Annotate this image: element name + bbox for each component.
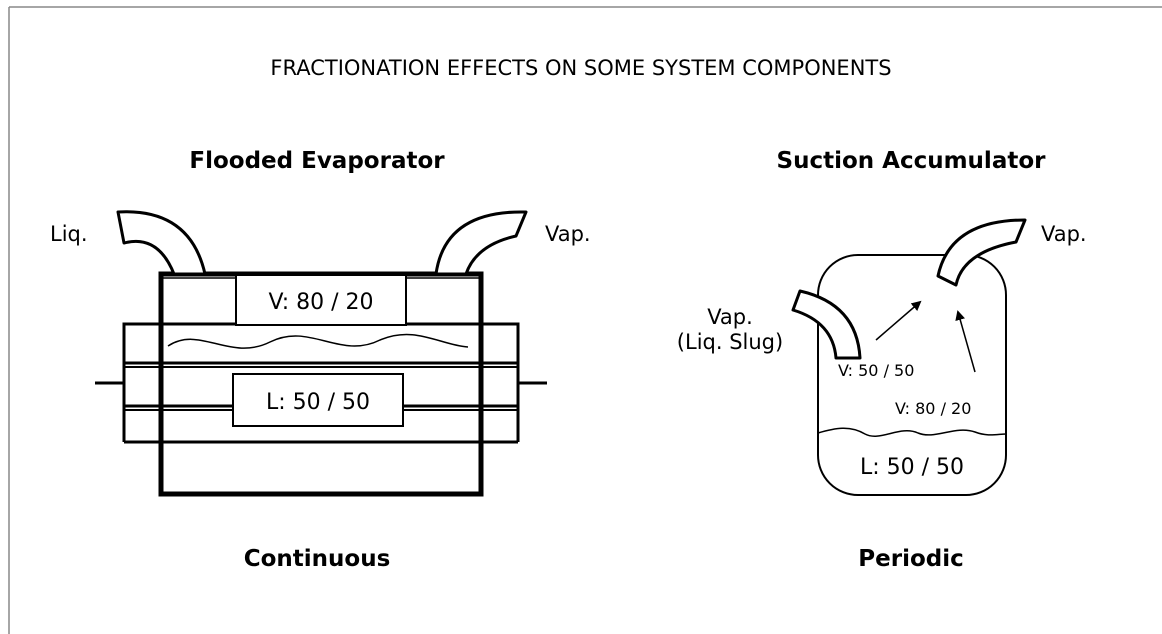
evaporator-outlet-label: Vap. (545, 222, 591, 246)
flooded-evaporator: Flooded Evaporator V: 80 / 20 L: 50 / 50… (50, 148, 591, 572)
accumulator-liquid-label: L: 50 / 50 (860, 455, 964, 480)
evaporator-vapor-label: V: 80 / 20 (268, 290, 373, 315)
evaporator-inlet-label: Liq. (50, 222, 88, 246)
accumulator-heading: Suction Accumulator (777, 148, 1047, 174)
evaporator-outlet-pipe (434, 210, 528, 276)
evaporator-liquid-label: L: 50 / 50 (266, 390, 370, 415)
accumulator-inlet-pipe (791, 289, 862, 360)
suction-accumulator: Suction Accumulator Vap. Vap. (Liq. Slug… (677, 148, 1087, 572)
accumulator-liquid-vapor-label: V: 80 / 20 (895, 399, 971, 418)
accumulator-outlet-pipe (936, 218, 1027, 287)
evaporator-inlet-pipe (116, 210, 207, 276)
evaporator-caption: Continuous (244, 546, 391, 572)
evaporator-liquid-surface (167, 333, 469, 349)
inlet-vapor-arrow (875, 300, 922, 341)
diagram-title: FRACTIONATION EFFECTS ON SOME SYSTEM COM… (270, 56, 891, 80)
accumulator-vessel (817, 254, 1007, 496)
accumulator-outlet-label: Vap. (1041, 222, 1087, 246)
accumulator-inlet-label-1: Vap. (707, 305, 753, 329)
accumulator-inlet-vapor-label: V: 50 / 50 (838, 361, 914, 380)
accumulator-inlet-label-2: (Liq. Slug) (677, 330, 783, 354)
evaporator-vapor-box (235, 274, 407, 326)
accumulator-liquid-surface (817, 427, 1007, 437)
liquid-vapor-arrow (955, 310, 976, 373)
accumulator-caption: Periodic (858, 546, 963, 572)
evaporator-liquid-box (232, 373, 404, 427)
evaporator-heading: Flooded Evaporator (189, 148, 445, 174)
